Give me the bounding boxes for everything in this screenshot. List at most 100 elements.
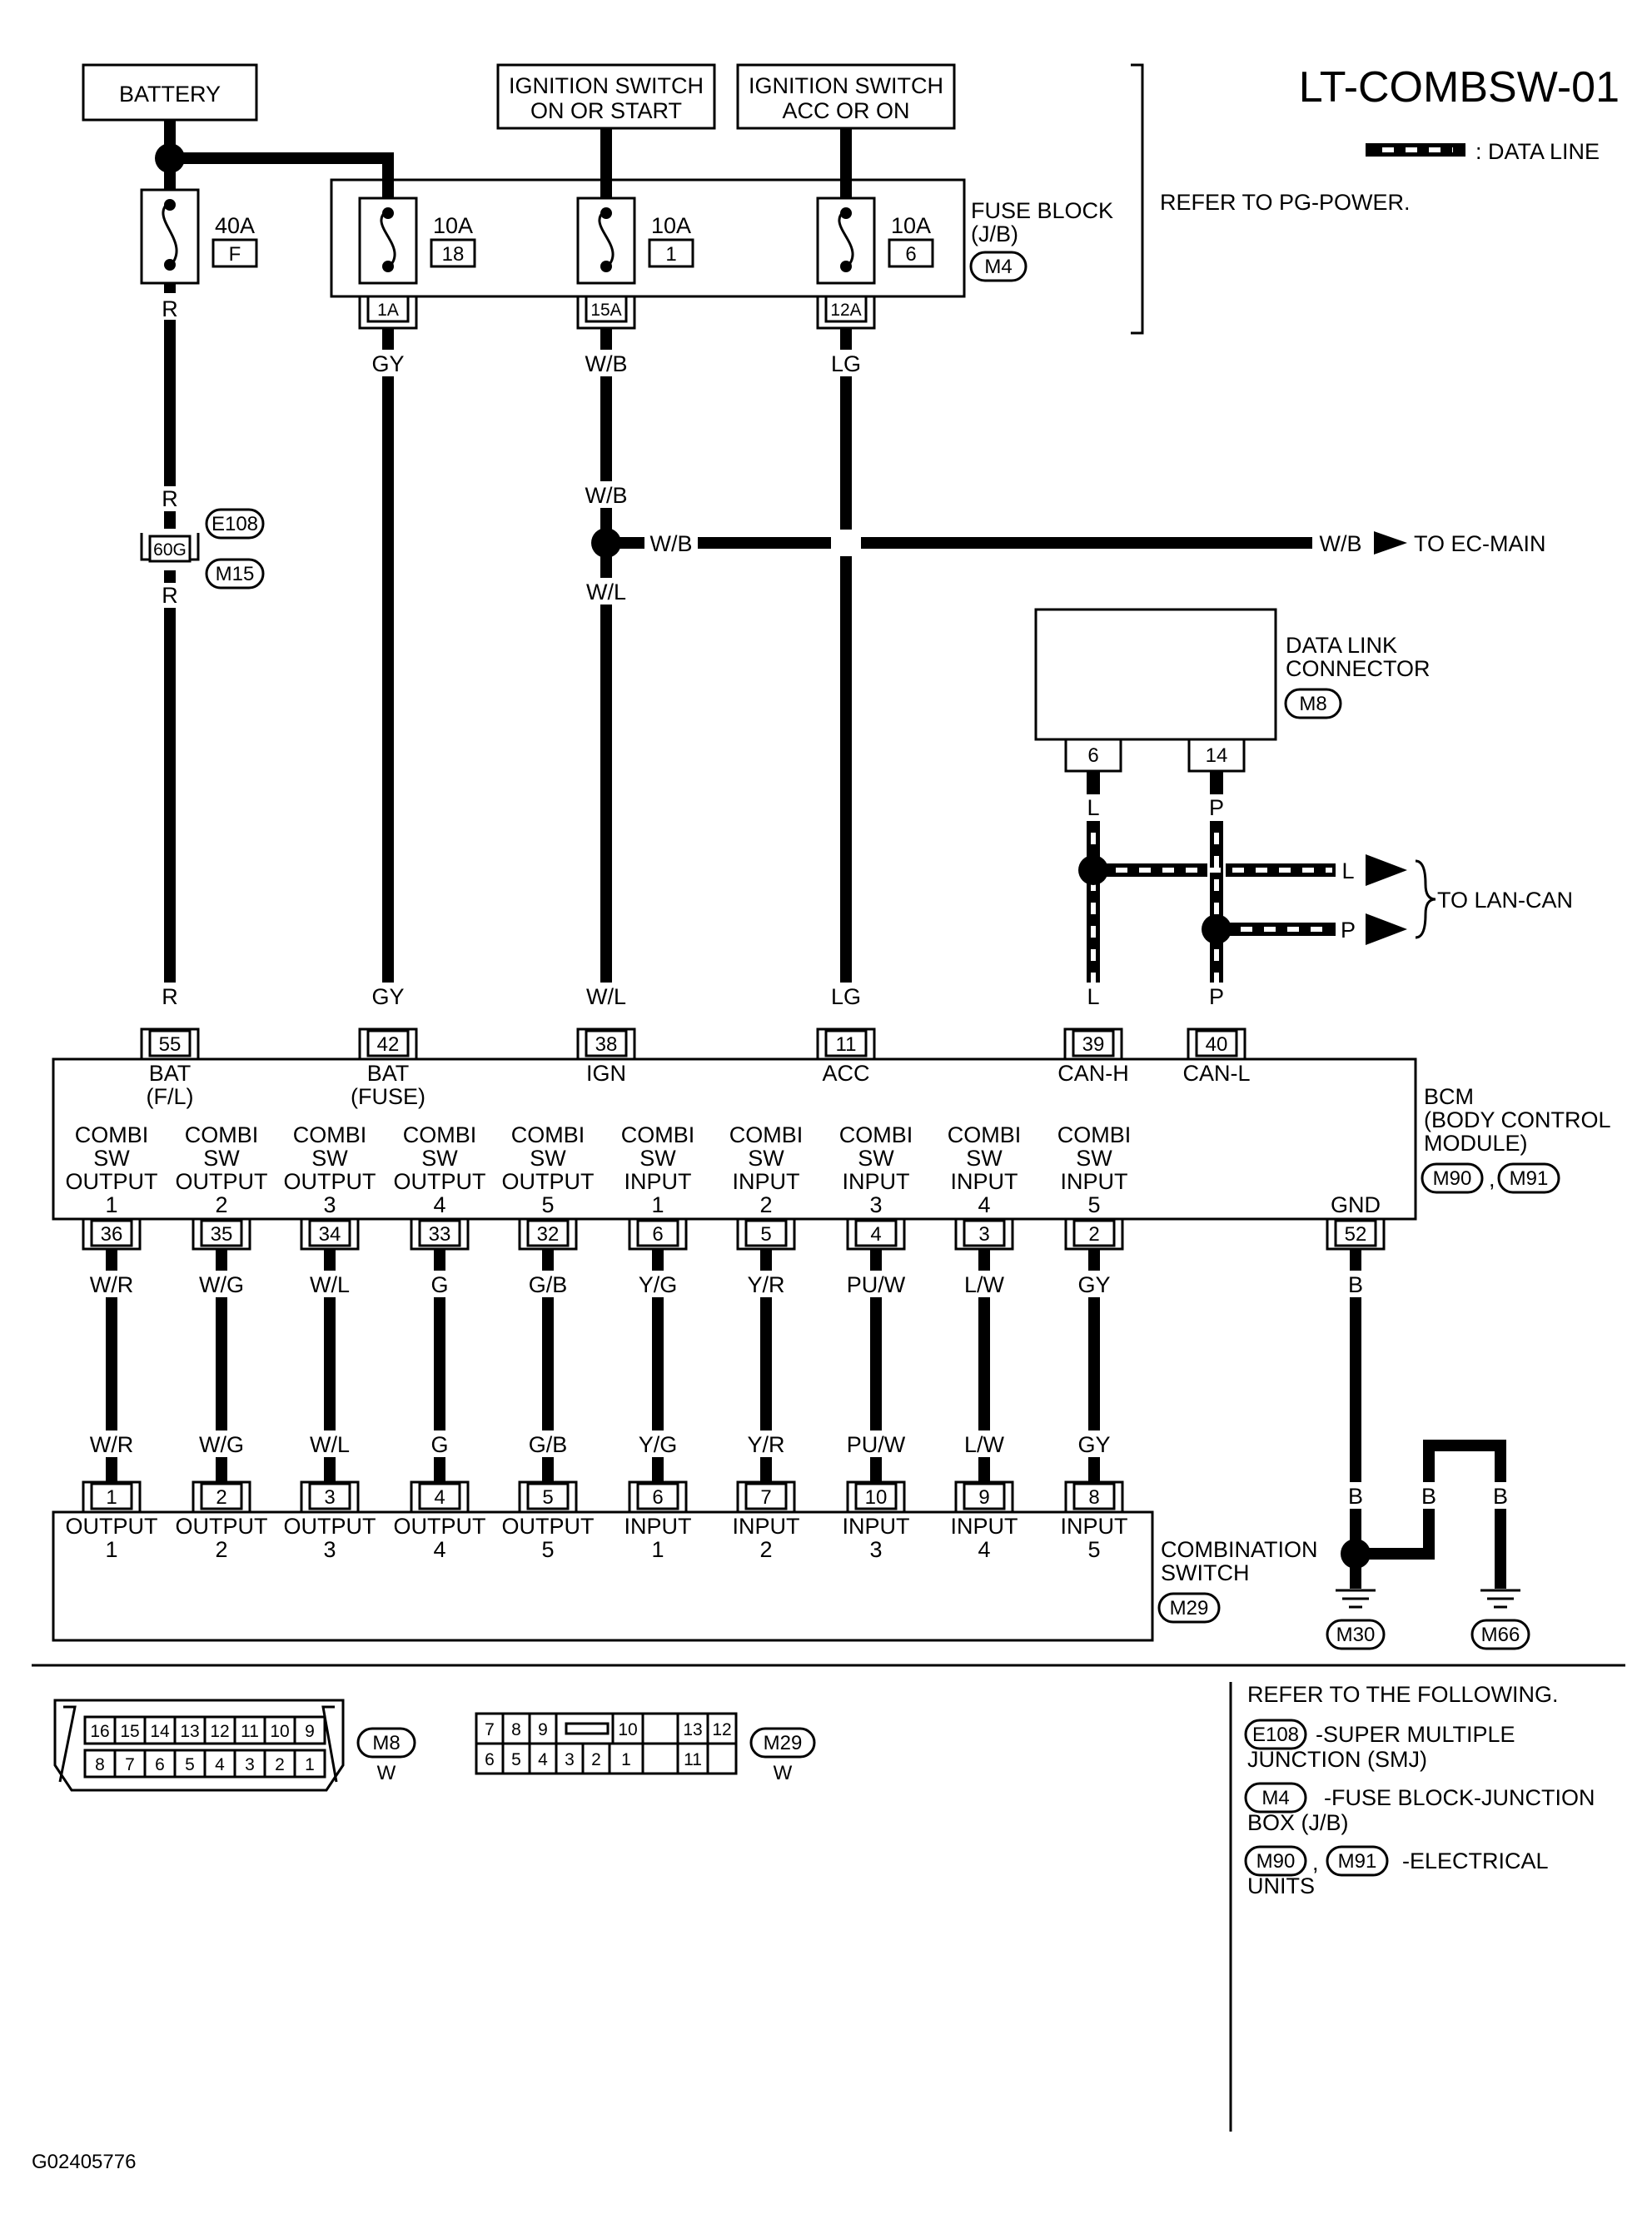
wire-label-wl-1: W/L	[586, 580, 626, 605]
bcm-label-3: MODULE)	[1424, 1131, 1528, 1156]
m8-cell: 16	[90, 1722, 109, 1741]
fuse-1-amp: 10A	[651, 213, 691, 238]
combi-pin-name: OUTPUT	[176, 1514, 268, 1539]
ref-m4-code: M4	[1261, 1787, 1289, 1809]
wire-label-r-3: R	[162, 583, 178, 608]
fuse-40a-id: F	[229, 243, 241, 266]
bcm-bottom-pin-name: OUTPUT	[502, 1169, 595, 1194]
wire-label-lg-1: LG	[831, 351, 861, 376]
bcm-bottom-wire-label: G/B	[529, 1272, 568, 1297]
bcm-top-pin-name: IGN	[586, 1061, 626, 1086]
m8-view-id: M8	[372, 1732, 400, 1754]
bcm-bottom-pin-no: 33	[429, 1223, 451, 1246]
bcm-bottom-wire-label: W/R	[90, 1272, 133, 1297]
m8-tag: M8 W	[356, 1727, 416, 1784]
m29-cell: 4	[538, 1750, 548, 1769]
combi-wire-label: G/B	[529, 1432, 568, 1457]
bcm-bottom-pin-name: INPUT	[951, 1169, 1018, 1194]
bcm-bottom-pin-name: SW	[93, 1146, 130, 1171]
ref-e108-text-1: -SUPER MULTIPLE	[1316, 1722, 1515, 1747]
dlc-pin-6: 6	[1087, 744, 1098, 767]
combi-pin-name: 3	[323, 1537, 336, 1562]
bcm-bottom-pin-name: OUTPUT	[66, 1169, 158, 1194]
battery-splice	[155, 143, 185, 173]
bcm-bottom-pin-name: SW	[421, 1146, 458, 1171]
refer-pg-power: REFER TO PG-POWER.	[1160, 190, 1411, 215]
combi-wire-label: GY	[1077, 1432, 1110, 1457]
m8-cell: 12	[210, 1722, 229, 1741]
m29-view-id: M29	[764, 1732, 803, 1754]
combi-pin-no: 5	[542, 1486, 553, 1509]
bcm-bottom-pin-name: SW	[966, 1146, 1003, 1171]
bcm-top-wire-label: W/L	[586, 984, 626, 1009]
fuse-block-label-2: (J/B)	[971, 221, 1018, 246]
ignition-acc-on-source: IGNITION SWITCH ACC OR ON	[736, 63, 956, 130]
bcm-bottom-pin-name: 4	[978, 1192, 990, 1217]
bcm-top-pin-no: 38	[595, 1033, 618, 1056]
main-wires	[164, 120, 1316, 1008]
m8-view-color: W	[377, 1762, 396, 1784]
data-line-legend-label: : DATA LINE	[1475, 139, 1600, 164]
m29-cell: 8	[511, 1720, 521, 1739]
bcm-bottom-pin-no: 35	[211, 1223, 233, 1246]
bcm-bottom-pin-name: OUTPUT	[284, 1169, 376, 1194]
wire-label-b-2: B	[1348, 1484, 1363, 1509]
ignition-acc-on-line2: ACC OR ON	[782, 98, 909, 123]
combi-wire-label: W/L	[310, 1432, 350, 1457]
wire-label-r-2: R	[162, 486, 178, 511]
bcm-bottom-wire-label: Y/G	[639, 1272, 678, 1297]
fuse-block-frame	[330, 178, 966, 298]
ref-e108-code: E108	[1252, 1724, 1299, 1746]
bcm-top-pin-no: 55	[159, 1033, 182, 1056]
wire-label-wb-1: W/B	[585, 351, 628, 376]
m29-cell: 12	[712, 1720, 731, 1739]
dlc-label-1: DATA LINK	[1286, 633, 1397, 658]
m29-cell: 1	[621, 1750, 631, 1769]
combi-pin-name: OUTPUT	[66, 1514, 158, 1539]
bcm-top-pin-no: 40	[1206, 1033, 1228, 1056]
bcm-top-pin-name: BAT	[367, 1061, 410, 1086]
m4-code: M4	[984, 256, 1012, 278]
bcm-bottom-pin-name: SW	[748, 1146, 784, 1171]
data-line-legend: : DATA LINE	[1366, 139, 1600, 164]
bcm-bottom-pin-name: COMBI	[1057, 1122, 1132, 1147]
bcm-top-pin-name: BAT	[149, 1061, 192, 1086]
terminal-12a: 12A	[830, 301, 861, 320]
bcm-top-pin-name: CAN-L	[1182, 1061, 1250, 1086]
ec-main-wire: W/B	[1320, 531, 1362, 556]
bcm-bottom-pin-no: 32	[537, 1223, 560, 1246]
combi-pin-no: 6	[652, 1486, 663, 1509]
wire-label-r-1: R	[162, 296, 178, 321]
can-data-lines: L P L P TO LAN-CAN	[1078, 771, 1573, 1008]
bcm-bottom-pin-no: 3	[978, 1223, 989, 1246]
bcm-top-pin-name: ACC	[822, 1061, 869, 1086]
bcm-bottom-wire-label: PU/W	[847, 1272, 906, 1297]
bcm-label-2: (BODY CONTROL	[1424, 1107, 1611, 1132]
bcm-top-wire-label: R	[162, 984, 178, 1009]
combi-pin-name: OUTPUT	[284, 1514, 376, 1539]
ref-m90-text-2: UNITS	[1247, 1873, 1315, 1898]
bcm-bottom-pin-name: 5	[541, 1192, 554, 1217]
bcm-top-wire-label: L	[1087, 984, 1099, 1009]
reference-heading: REFER TO THE FOLLOWING.	[1247, 1682, 1559, 1707]
reference-list: REFER TO THE FOLLOWING. E108 -SUPER MULT…	[1244, 1682, 1595, 1898]
fuse-6-id: 6	[905, 243, 916, 266]
bcm-bottom-pin-no: 36	[101, 1223, 123, 1246]
bcm-gnd-pin-no: 52	[1345, 1223, 1367, 1246]
fuse-10a-6: 10A 6	[816, 197, 934, 285]
m29-cell: 7	[485, 1720, 495, 1739]
smj-m15: M15	[216, 563, 255, 585]
bcm-bottom-pin-name: INPUT	[843, 1169, 910, 1194]
